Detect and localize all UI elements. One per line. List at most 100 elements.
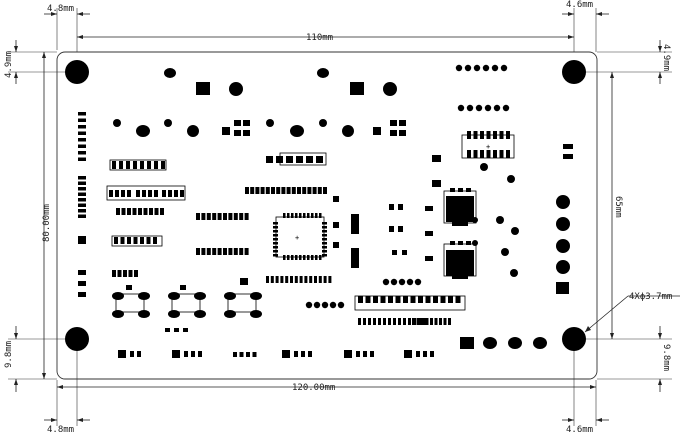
smd-pad	[78, 157, 86, 161]
smd-pad	[78, 151, 86, 155]
smd-pad	[312, 187, 317, 194]
smd-pad	[291, 187, 296, 194]
through-hole-pad	[229, 82, 243, 96]
smd-pad	[322, 222, 327, 225]
smd-pad	[109, 190, 113, 197]
smd-pad	[162, 190, 166, 197]
through-hole-pad	[342, 125, 354, 137]
smd-pad	[430, 351, 434, 357]
smd-pad	[368, 318, 371, 325]
smd-pad	[299, 255, 302, 260]
smd-pad	[333, 196, 339, 202]
through-hole-pad	[250, 292, 262, 300]
smd-pad	[389, 204, 394, 210]
smd-pad	[78, 138, 86, 142]
smd-pad	[78, 112, 86, 116]
smd-pad	[290, 276, 293, 283]
smd-pad	[234, 130, 241, 136]
through-hole-pad	[510, 269, 518, 277]
smd-pad	[78, 176, 86, 180]
smd-pad	[246, 352, 250, 357]
smd-pad	[252, 352, 257, 357]
smd-pad	[316, 156, 323, 163]
smd-pad	[223, 248, 227, 255]
through-hole-pad	[164, 68, 176, 78]
smd-pad	[286, 187, 291, 194]
smd-pad	[78, 281, 86, 286]
through-hole-pad	[414, 278, 422, 286]
smd-pad	[318, 276, 322, 283]
smd-pad	[311, 213, 314, 218]
smd-pad	[499, 150, 504, 158]
smd-pad	[408, 318, 411, 325]
smd-pad	[165, 328, 170, 332]
smd-pad	[460, 337, 474, 349]
smd-pad	[410, 296, 416, 303]
smd-pad	[398, 226, 403, 232]
smd-pad	[243, 130, 250, 136]
smd-pad	[286, 156, 293, 163]
smd-pad	[78, 292, 86, 297]
smd-pad	[265, 187, 270, 194]
smd-pad	[440, 296, 446, 303]
smd-pad	[295, 255, 298, 260]
smd-pad	[450, 241, 455, 245]
smd-pad	[378, 318, 381, 325]
smd-pad	[270, 276, 274, 283]
smd-pad	[322, 242, 327, 245]
smd-pad	[344, 350, 352, 358]
smd-pad	[217, 213, 222, 220]
smd-pad	[245, 187, 249, 194]
smd-pad	[78, 192, 86, 196]
smd-pad	[140, 161, 144, 169]
dim-right-top-margin: 4.9mm	[661, 44, 671, 71]
smd-pad	[358, 296, 363, 303]
smd-pad	[222, 127, 230, 135]
smd-pad	[333, 222, 339, 228]
mounting-holes	[65, 60, 586, 351]
smd-pad	[356, 351, 360, 357]
through-hole-pad	[383, 82, 397, 96]
smd-pad	[307, 255, 310, 260]
smd-pad	[432, 180, 441, 187]
smd-pad	[467, 131, 471, 139]
smd-pad	[172, 350, 180, 358]
smd-pad	[351, 214, 359, 234]
smd-pad	[180, 285, 186, 290]
smd-pad	[506, 131, 510, 139]
through-hole-pad	[406, 278, 414, 286]
smd-pad	[402, 250, 407, 255]
smd-pad	[466, 188, 471, 192]
smd-pad	[416, 318, 420, 325]
smd-pad	[196, 213, 200, 220]
smd-pad	[174, 328, 179, 332]
smd-pad	[121, 208, 126, 215]
smd-pad	[390, 120, 397, 126]
smd-pad	[283, 255, 286, 260]
smd-pad	[78, 203, 86, 207]
smd-pad	[363, 318, 366, 325]
smd-pad	[133, 161, 137, 169]
smd-pad	[191, 351, 195, 357]
smd-pad	[287, 213, 290, 218]
smd-pad	[180, 190, 184, 197]
smd-pad	[160, 208, 164, 215]
smd-pad	[168, 190, 172, 197]
through-hole-pad	[473, 64, 481, 72]
through-hole-pad	[502, 104, 510, 112]
smd-pad	[273, 242, 278, 245]
smd-pad	[78, 125, 86, 129]
dim-bottom-right-margin: 4.6mm	[566, 425, 593, 434]
smd-pad	[78, 198, 86, 202]
smd-pad	[351, 248, 359, 268]
smd-pad	[116, 208, 120, 215]
smd-pad	[467, 150, 471, 158]
smd-pad	[118, 350, 126, 358]
mounting-hole-bl	[65, 327, 89, 351]
smd-pad	[434, 318, 438, 325]
smd-pad	[275, 276, 279, 283]
smd-pad	[448, 296, 453, 303]
smd-pad	[306, 156, 313, 163]
smd-pad	[403, 318, 406, 325]
through-hole-pad	[112, 310, 124, 318]
